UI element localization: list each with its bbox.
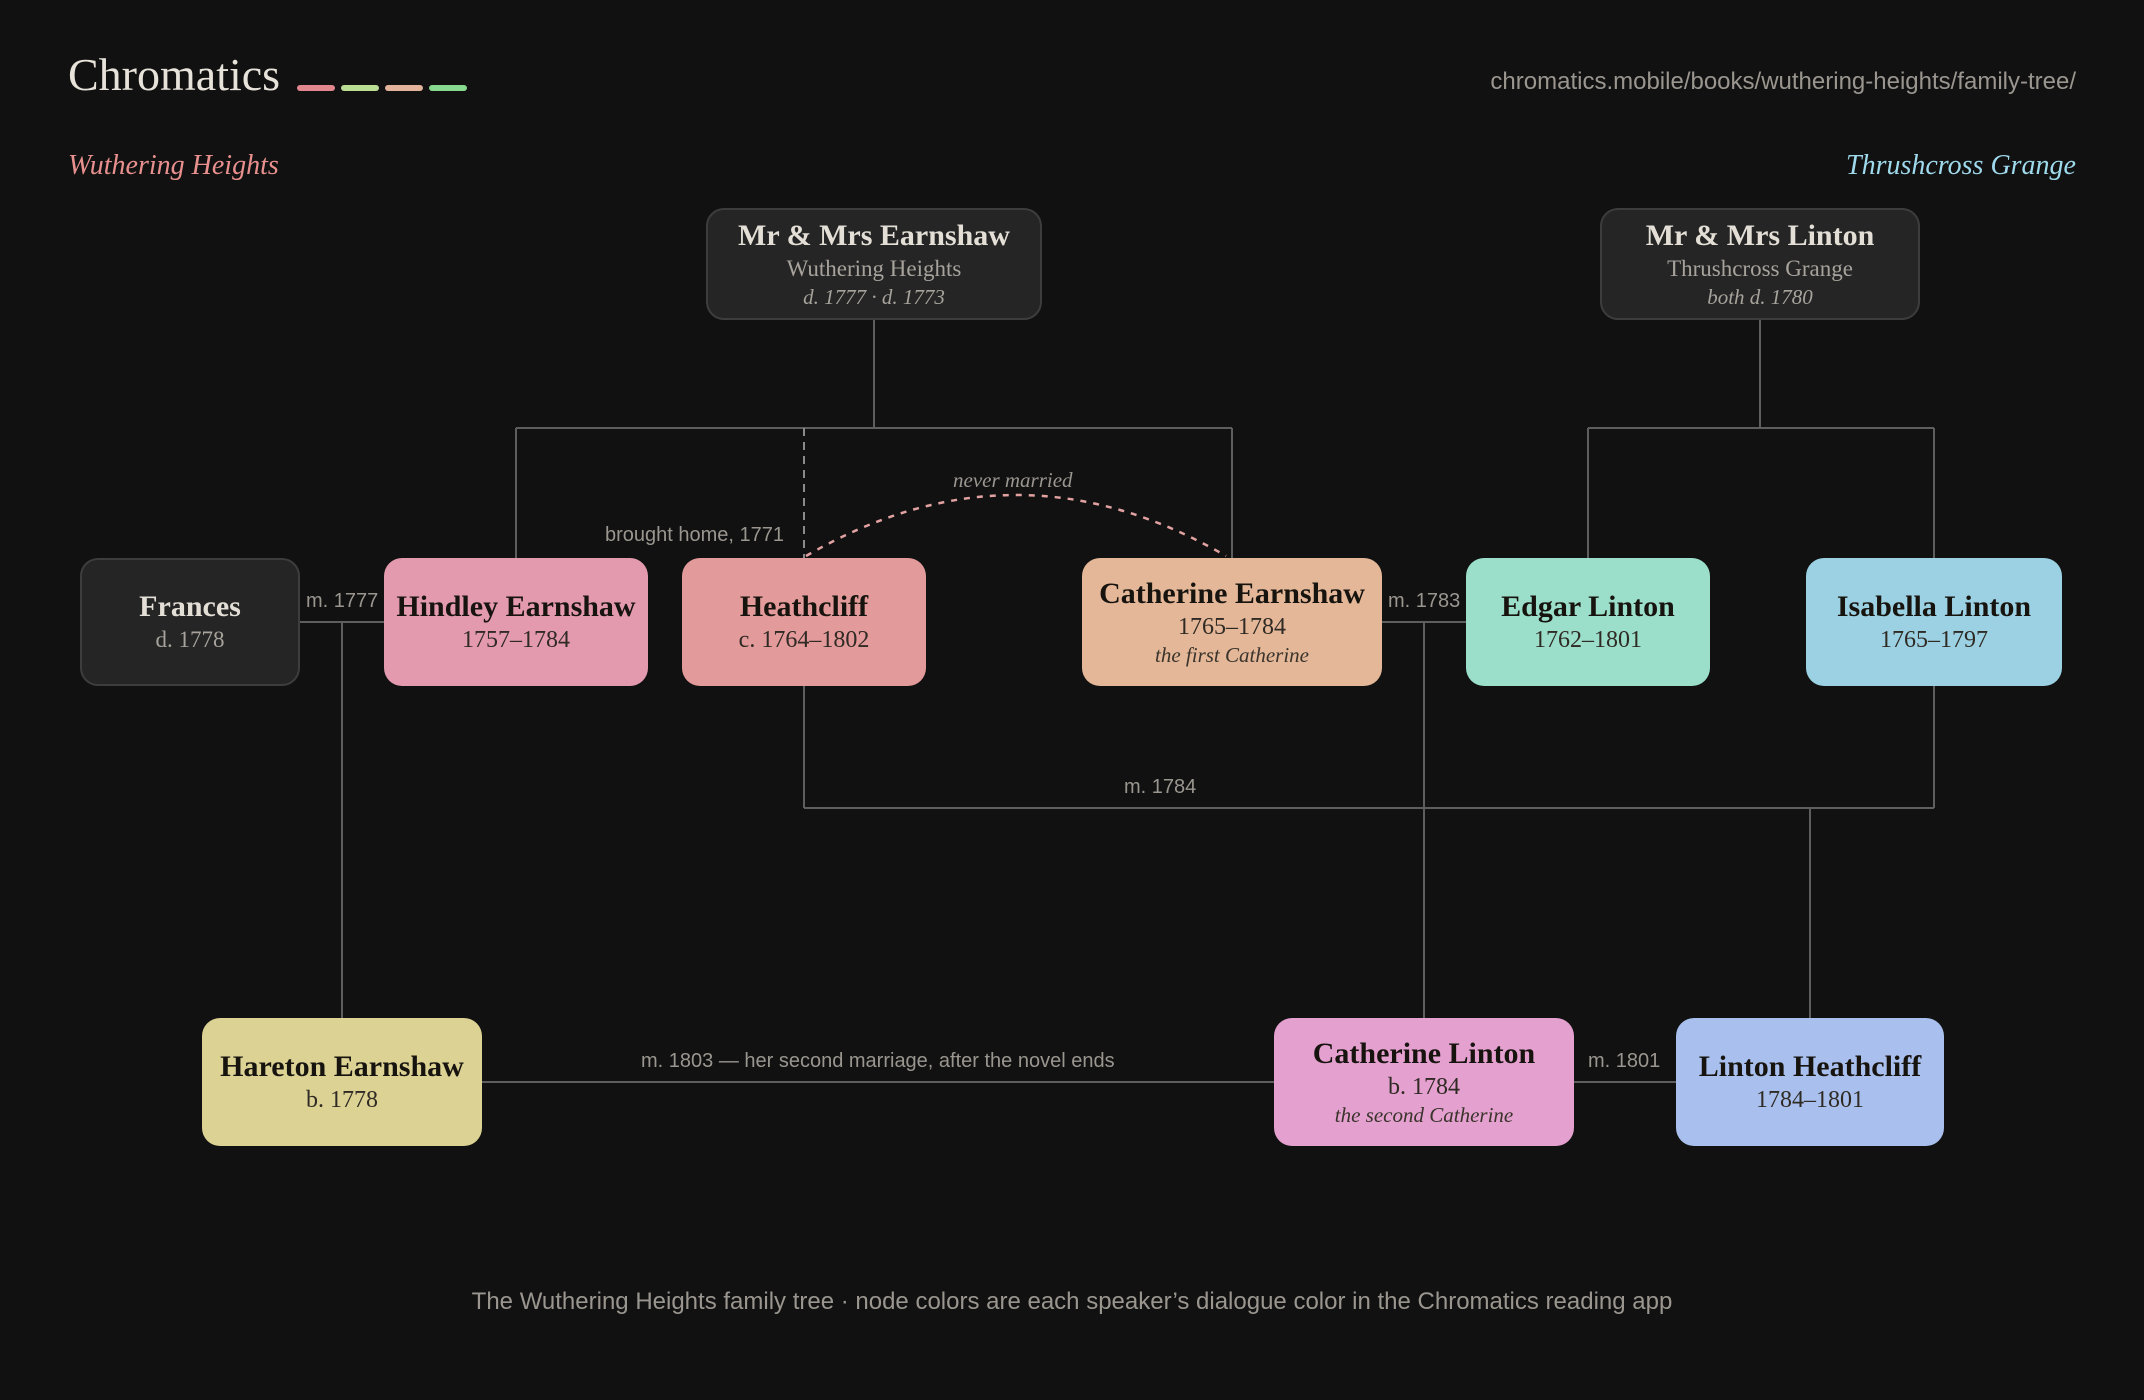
node-name: Hindley Earnshaw: [396, 590, 636, 623]
node-name: Linton Heathcliff: [1698, 1050, 1922, 1083]
label-m1784: m. 1784: [1124, 776, 1197, 798]
node-name: Isabella Linton: [1836, 590, 2032, 623]
node-dates: 1762–1801: [1534, 627, 1642, 653]
swatch-2: [341, 85, 379, 91]
node-catherine-linton[interactable]: Catherine Linton b. 1784 the second Cath…: [1274, 1018, 1574, 1146]
label-never-married: never married: [953, 468, 1073, 492]
node-hindley-earnshaw[interactable]: Hindley Earnshaw 1757–1784: [384, 558, 648, 686]
label-brought-home: brought home, 1771: [605, 524, 785, 546]
node-name: Mr & Mrs Linton: [1645, 218, 1875, 252]
node-dates: d. 1777 · d. 1773: [803, 284, 945, 309]
node-place: Wuthering Heights: [786, 255, 962, 281]
node-name: Hareton Earnshaw: [220, 1050, 464, 1083]
brand-title: Chromatics: [68, 49, 281, 100]
node-place: Thrushcross Grange: [1667, 255, 1853, 281]
node-name: Catherine Linton: [1312, 1036, 1536, 1070]
page-url[interactable]: chromatics.mobile/books/wuthering-height…: [1490, 68, 2076, 95]
node-note: the second Catherine: [1334, 1102, 1514, 1127]
node-frances[interactable]: Frances d. 1778: [80, 558, 300, 686]
label-m1783: m. 1783: [1388, 590, 1461, 612]
node-name: Catherine Earnshaw: [1099, 576, 1365, 610]
house-label-wuthering-heights: Wuthering Heights: [68, 150, 279, 181]
brand-swatches: [297, 85, 467, 91]
node-name: Heathcliff: [739, 590, 869, 623]
node-heathcliff[interactable]: Heathcliff c. 1764–1802: [682, 558, 926, 686]
swatch-3: [385, 85, 423, 91]
node-note: the first Catherine: [1155, 642, 1309, 667]
node-dates: 1757–1784: [462, 627, 570, 653]
node-isabella-linton[interactable]: Isabella Linton 1765–1797: [1806, 558, 2062, 686]
swatch-4: [429, 85, 467, 91]
node-mr-mrs-linton[interactable]: Mr & Mrs Linton Thrushcross Grange both …: [1600, 208, 1920, 320]
node-name: Mr & Mrs Earnshaw: [738, 218, 1010, 252]
footer-caption: The Wuthering Heights family tree · node…: [471, 1288, 1673, 1315]
node-edgar-linton[interactable]: Edgar Linton 1762–1801: [1466, 558, 1710, 686]
swatch-1: [297, 85, 335, 91]
node-dates: both d. 1780: [1707, 284, 1813, 309]
node-name: Edgar Linton: [1501, 590, 1675, 623]
never-married-arc: [805, 493, 1227, 558]
node-dates: c. 1764–1802: [738, 627, 870, 653]
node-dates: d. 1778: [155, 627, 225, 652]
node-dates: 1765–1797: [1880, 627, 1988, 653]
label-m1801: m. 1801: [1588, 1050, 1661, 1072]
node-mr-mrs-earnshaw[interactable]: Mr & Mrs Earnshaw Wuthering Heights d. 1…: [706, 208, 1042, 320]
node-dates: b. 1778: [306, 1087, 378, 1113]
house-label-thrushcross-grange: Thrushcross Grange: [1846, 150, 2076, 181]
node-hareton-earnshaw[interactable]: Hareton Earnshaw b. 1778: [202, 1018, 482, 1146]
node-catherine-earnshaw[interactable]: Catherine Earnshaw 1765–1784 the first C…: [1082, 558, 1382, 686]
node-dates: 1784–1801: [1756, 1087, 1864, 1113]
node-linton-heathcliff[interactable]: Linton Heathcliff 1784–1801: [1676, 1018, 1944, 1146]
label-m1803: m. 1803 — her second marriage, after the…: [641, 1050, 1115, 1072]
label-m1777: m. 1777: [306, 590, 379, 612]
node-name: Frances: [139, 590, 241, 623]
node-dates: 1765–1784: [1178, 613, 1286, 640]
node-dates: b. 1784: [1388, 1073, 1460, 1100]
